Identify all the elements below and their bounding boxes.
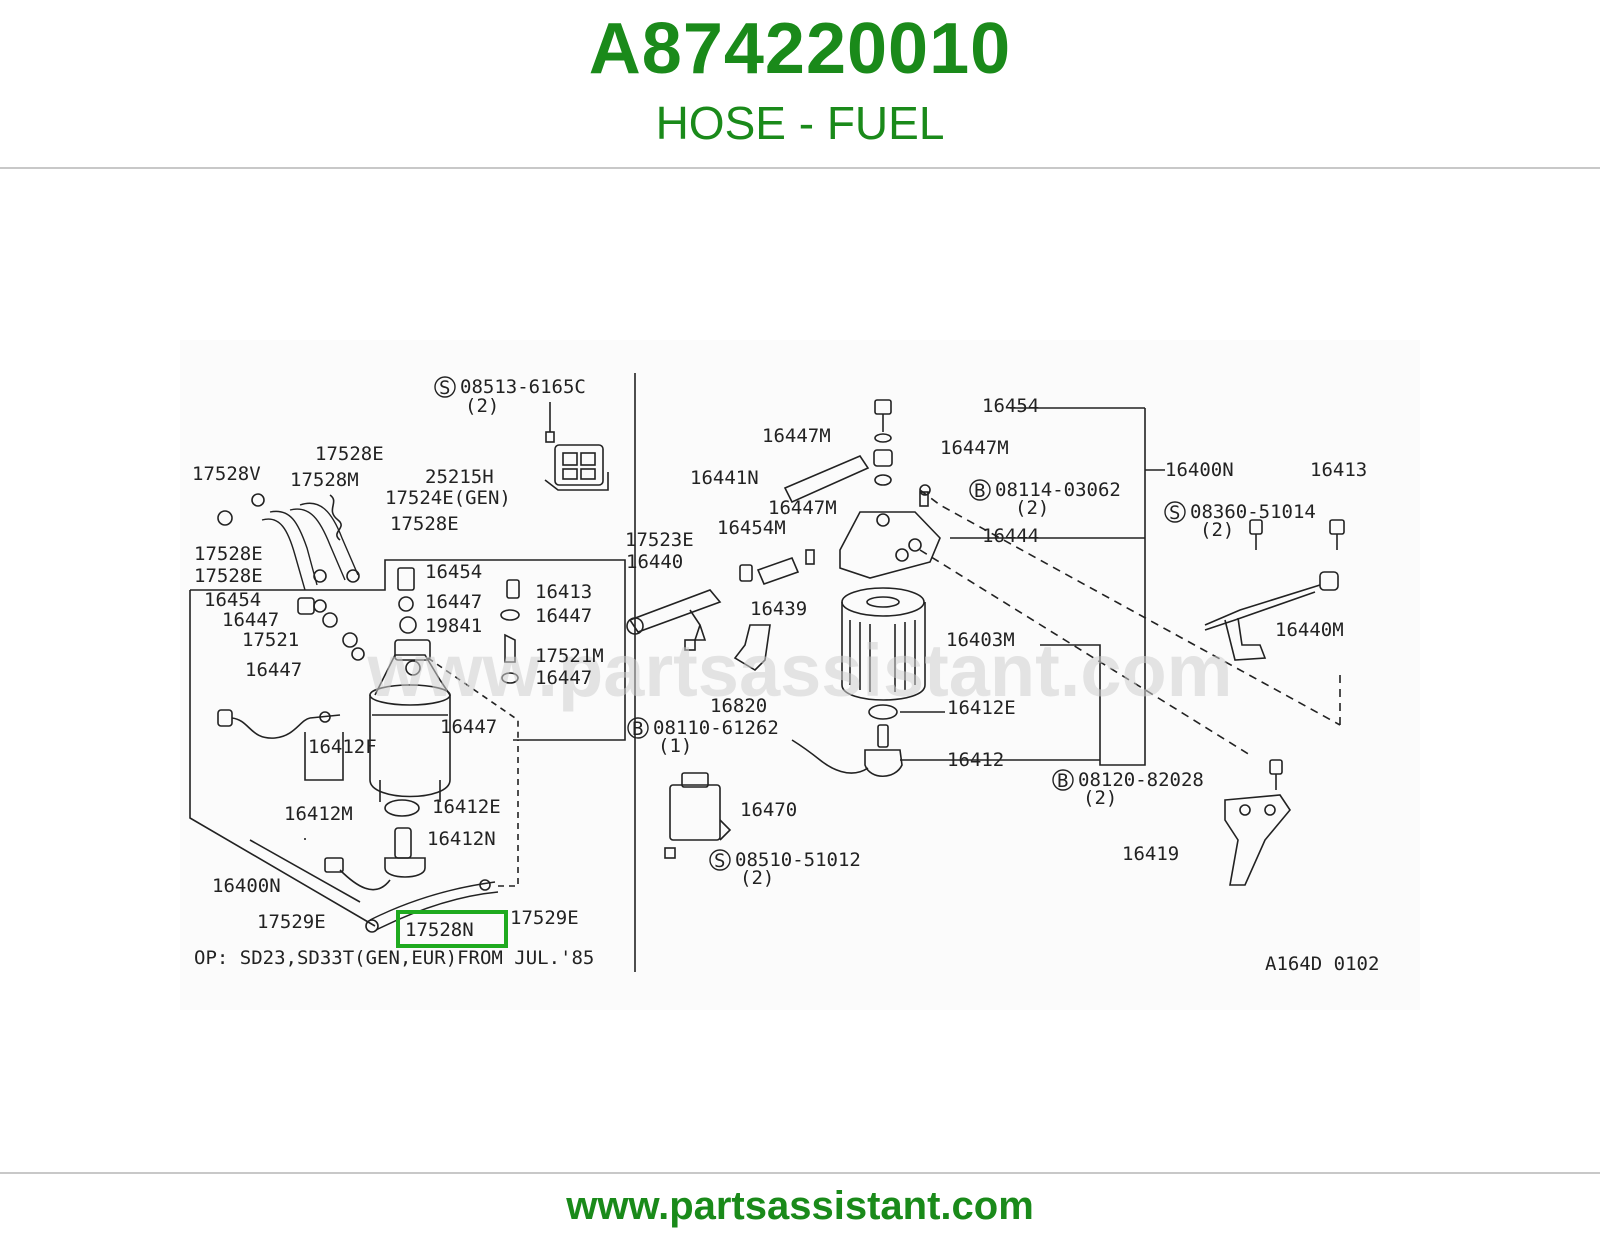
- label-r-08360-qty: (2): [1200, 519, 1234, 541]
- label-r-16454: 16454: [982, 395, 1039, 417]
- label-16454: 16454: [425, 561, 482, 583]
- label-17528v: 17528V: [192, 463, 261, 485]
- symbol-b-08110: B: [632, 718, 643, 740]
- label-16447-low: 16447: [245, 659, 302, 681]
- watermark-text: www.partsassistant.com: [367, 629, 1233, 712]
- label-r-08120: 08120-82028: [1078, 769, 1204, 791]
- label-16447-left: 16447: [222, 609, 279, 631]
- page-header: A874220010 HOSE - FUEL: [0, 0, 1600, 170]
- label-r-08114-qty: (2): [1015, 497, 1049, 519]
- label-25215h: 25215H: [425, 466, 494, 488]
- label-17529e-left: 17529E: [257, 911, 326, 933]
- applicability-note: OP: SD23,SD33T(GEN,EUR)FROM JUL.'85: [194, 947, 594, 969]
- label-17521: 17521: [242, 629, 299, 651]
- bolt-symbol-icon: [969, 479, 991, 501]
- label-r-16444: 16444: [982, 525, 1039, 547]
- label-r-16440: 16440: [626, 551, 683, 573]
- parts-diagram: www.partsassistant.com S 08513-6165C (2)…: [180, 340, 1420, 1010]
- label-16412m: 16412M: [284, 803, 353, 825]
- label-r-08360: 08360-51014: [1190, 501, 1316, 523]
- label-17521m: 17521M: [535, 645, 604, 667]
- standard-symbol-icon-2: [1164, 501, 1186, 523]
- label-16447-mid: 16447: [440, 716, 497, 738]
- label-r-08114: 08114-03062: [995, 479, 1121, 501]
- symbol-b-08120: B: [1057, 770, 1068, 792]
- label-r-16413: 16413: [1310, 459, 1367, 481]
- label-r-16412e: 16412E: [947, 697, 1016, 719]
- standard-symbol-icon-3: [709, 849, 731, 871]
- label-r-16439: 16439: [750, 598, 807, 620]
- parts-diagram-svg: www.partsassistant.com S 08513-6165C (2)…: [189, 373, 1379, 975]
- label-r-08110: 08110-61262: [653, 717, 779, 739]
- footer-website-link[interactable]: www.partsassistant.com: [566, 1184, 1034, 1228]
- label-16412f: 16412F: [308, 736, 377, 758]
- footer-divider: [0, 1172, 1600, 1174]
- label-r-08510-qty: (2): [740, 867, 774, 889]
- label-r-16400n: 16400N: [1165, 459, 1234, 481]
- label-17528e-left: 17528E: [194, 543, 263, 565]
- symbol-s: S: [439, 377, 450, 399]
- label-16413: 16413: [535, 581, 592, 603]
- label-r-16447m-b: 16447M: [940, 437, 1009, 459]
- label-r-16447m-a: 16447M: [762, 425, 831, 447]
- highlight-box: [396, 910, 508, 948]
- label-r-08510: 08510-51012: [735, 849, 861, 871]
- header-divider: [0, 167, 1600, 169]
- label-r-16419: 16419: [1122, 843, 1179, 865]
- label-r-16441n: 16441N: [690, 467, 759, 489]
- label-r-16447m-c: 16447M: [768, 497, 837, 519]
- label-19841: 19841: [425, 615, 482, 637]
- label-08513-6165c: 08513-6165C: [460, 376, 586, 398]
- label-16412n: 16412N: [427, 828, 496, 850]
- symbol-s-08510: S: [714, 850, 725, 872]
- bolt-symbol-icon-3: [1052, 769, 1074, 791]
- label-r-08120-qty: (2): [1083, 787, 1117, 809]
- label-16447: 16447: [425, 591, 482, 613]
- label-17524e-gen: 17524E(GEN): [385, 487, 511, 509]
- label-r-08110-qty: (1): [658, 735, 692, 757]
- label-r-16412: 16412: [947, 749, 1004, 771]
- label-17528m: 17528M: [290, 469, 359, 491]
- symbol-s-08360: S: [1169, 502, 1180, 524]
- label-17528n-highlighted: 17528N: [405, 919, 474, 941]
- label-r-17523e: 17523E: [625, 529, 694, 551]
- label-16447-r2: 16447: [535, 667, 592, 689]
- label-17528e: 17528E: [315, 443, 384, 465]
- label-r-16440m: 16440M: [1275, 619, 1344, 641]
- label-16400n: 16400N: [212, 875, 281, 897]
- label-16412e: 16412E: [432, 796, 501, 818]
- label-r-16403m: 16403M: [946, 629, 1015, 651]
- label-08513-qty: (2): [465, 395, 499, 417]
- label-r-16470: 16470: [740, 799, 797, 821]
- part-name-subtitle: HOSE - FUEL: [655, 97, 945, 149]
- label-16454-left: 16454: [204, 589, 261, 611]
- label-17528e-lower: 17528E: [194, 565, 263, 587]
- label-r-16820: 16820: [710, 695, 767, 717]
- label-17528e-right: 17528E: [390, 513, 459, 535]
- bolt-symbol-icon-2: [627, 717, 649, 739]
- diagram-ref-code: A164D 0102: [1265, 953, 1379, 975]
- standard-symbol-icon: [434, 376, 456, 398]
- symbol-b-08114: B: [974, 480, 985, 502]
- part-number-title: A874220010: [588, 9, 1012, 89]
- label-r-16454m: 16454M: [717, 517, 786, 539]
- label-16447-r1: 16447: [535, 605, 592, 627]
- label-17529e-right: 17529E: [510, 907, 579, 929]
